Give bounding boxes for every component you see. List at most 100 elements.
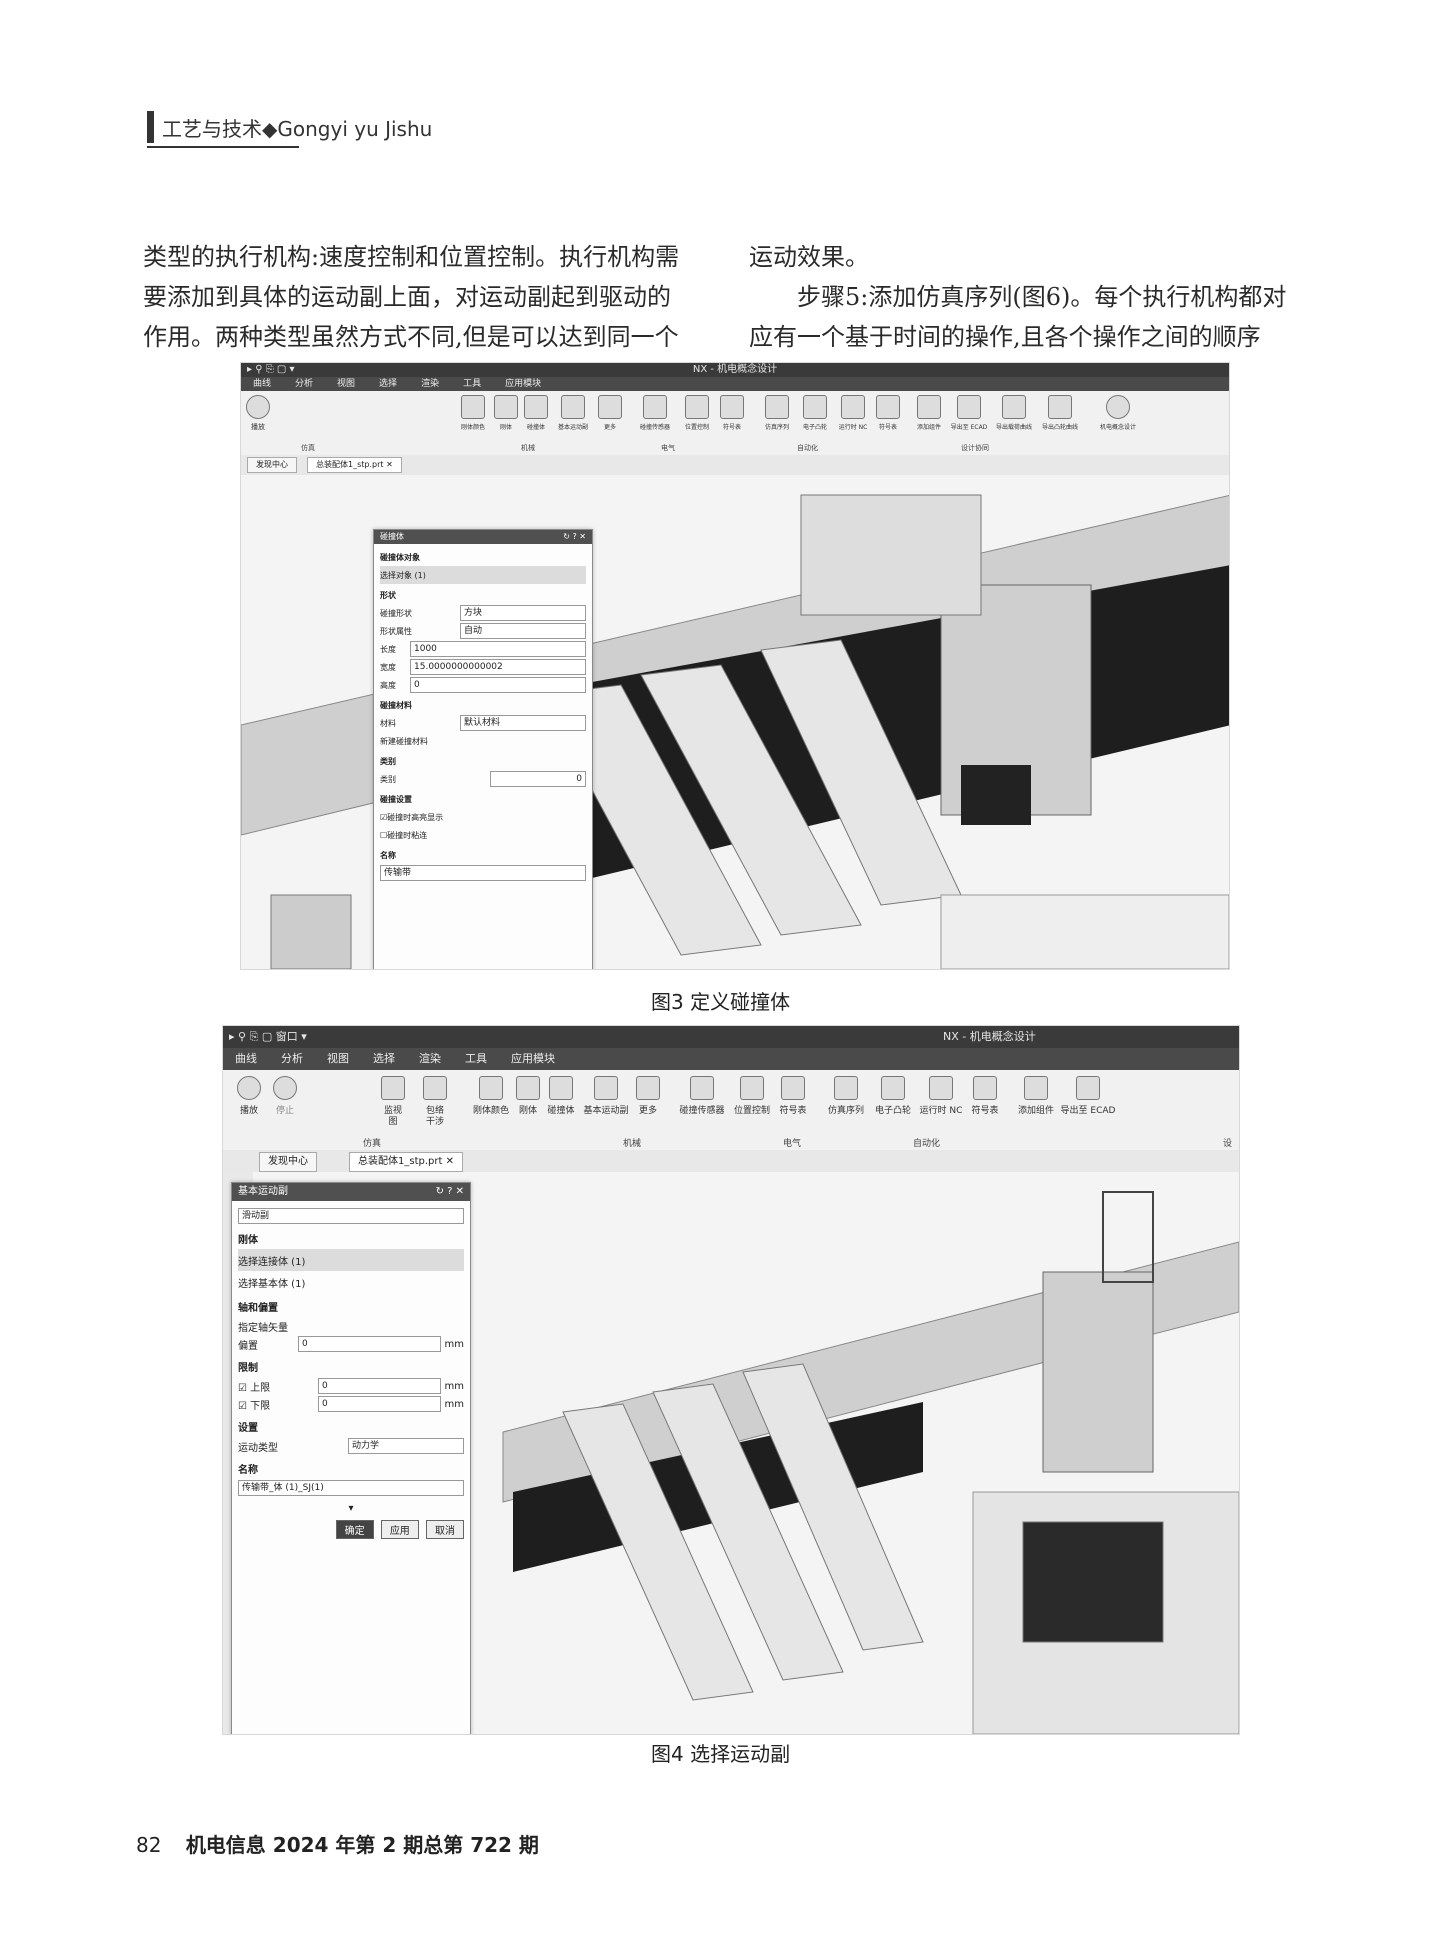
ribbon-mcd[interactable]: 机电概念设计 [1093, 395, 1143, 431]
quick-access-icon[interactable]: ▸ ⚲ ⎘ ▢ ▾ [247, 364, 295, 375]
menu-item[interactable]: 分析 [281, 1052, 303, 1065]
unit-select[interactable]: mm [444, 1398, 464, 1410]
ribbon-collision[interactable]: 碰撞体 [543, 1076, 579, 1116]
ribbon-envelope[interactable]: 包络 [415, 1076, 455, 1116]
menu-item[interactable]: 曲线 [235, 1052, 257, 1065]
ribbon-export-load[interactable]: 导出载荷曲线 [991, 395, 1037, 431]
offset-input[interactable]: 0 [298, 1336, 441, 1352]
ribbon-add-component[interactable]: 添加组件 [1013, 1076, 1059, 1116]
material-select[interactable]: 默认材料 [460, 715, 586, 731]
ribbon-ecam[interactable]: 电子凸轮 [797, 395, 833, 431]
section-header[interactable]: 碰撞体对象 [380, 553, 420, 562]
checkbox-stick[interactable]: ☐ 碰撞时粘连 [380, 830, 428, 840]
ribbon-symbol-table[interactable]: 符号表 [775, 1076, 811, 1116]
joint-type-select[interactable]: 滑动副 [238, 1208, 464, 1224]
ribbon-sim-sequence[interactable]: 仿真序列 [757, 395, 797, 431]
select-object-row[interactable]: 选择对象 (1) [380, 566, 586, 584]
ribbon-joint[interactable]: 基本运动副 [551, 395, 595, 431]
tab-assembly[interactable]: 总装配体1_stp.prt ✕ [307, 457, 402, 473]
ribbon-interference[interactable]: 干涉 [425, 1117, 444, 1127]
ribbon-collision-sensor[interactable]: 碰撞传感器 [675, 1076, 729, 1116]
ribbon-joint[interactable]: 基本运动副 [579, 1076, 633, 1116]
menu-item[interactable]: 视图 [337, 379, 356, 389]
section-header[interactable]: 名称 [238, 1465, 258, 1476]
tab-discovery[interactable]: 发现中心 [259, 1152, 317, 1172]
ribbon-export-ecad[interactable]: 导出至 ECAD [947, 395, 991, 431]
ribbon-monitor[interactable]: 监视 [373, 1076, 413, 1116]
dialog-controls[interactable]: ↻ ? ✕ [563, 532, 586, 541]
quick-access-icon[interactable]: ▸ ⚲ ⎘ ▢ 窗口 ▾ [229, 1030, 307, 1043]
ribbon-more[interactable]: 更多 [633, 1076, 663, 1116]
ribbon-export-cam[interactable]: 导出凸轮曲线 [1037, 395, 1083, 431]
cancel-button[interactable]: 取消 [426, 1520, 464, 1539]
dialog-controls[interactable]: ↻ ? ✕ [435, 1186, 464, 1197]
viewport-3d[interactable]: 基本运动副 ↻ ? ✕ 滑动副 刚体 选择连接体 (1) 选择基本体 (1) 轴… [223, 1172, 1239, 1734]
menu-item[interactable]: 分析 [295, 379, 314, 389]
motion-type-select[interactable]: 动力学 [348, 1438, 464, 1454]
ribbon-more[interactable]: 更多 [595, 395, 625, 431]
shape-attr-select[interactable]: 自动 [460, 623, 586, 639]
ribbon-position-control[interactable]: 位置控制 [729, 1076, 775, 1116]
menu-item[interactable]: 渲染 [421, 379, 440, 389]
upper-limit-checkbox[interactable]: ☑ 上限 [238, 1382, 271, 1394]
menu-item[interactable]: 工具 [465, 1052, 487, 1065]
ribbon-rigid-color[interactable]: 刚体颜色 [453, 395, 493, 431]
ribbon-play[interactable]: 播放 [243, 395, 273, 432]
section-header[interactable]: 碰撞材料 [380, 701, 412, 710]
ribbon-graph[interactable]: 图 [388, 1117, 398, 1127]
name-input[interactable]: 传输带_体 (1)_SJ(1) [238, 1480, 464, 1496]
shape-select[interactable]: 方块 [460, 605, 586, 621]
ribbon-stop[interactable]: 停止 [267, 1076, 303, 1116]
ribbon-rigid[interactable]: 刚体 [491, 395, 521, 431]
section-header[interactable]: 限制 [238, 1363, 258, 1374]
ribbon-symbol-table-2[interactable]: 符号表 [967, 1076, 1003, 1116]
expand-icon[interactable]: ▾ [348, 1503, 354, 1514]
ribbon-export-ecad[interactable]: 导出至 ECAD [1059, 1076, 1117, 1116]
unit-select[interactable]: mm [444, 1380, 464, 1392]
ok-button[interactable]: 确定 [335, 1520, 374, 1539]
section-header[interactable]: 刚体 [238, 1235, 258, 1246]
apply-button[interactable]: 应用 [380, 1520, 419, 1539]
ribbon-symbol-table-2[interactable]: 符号表 [873, 395, 903, 431]
menu-item[interactable]: 应用模块 [511, 1052, 555, 1065]
tab-assembly[interactable]: 总装配体1_stp.prt ✕ [349, 1152, 463, 1172]
length-input[interactable]: 1000 [410, 641, 586, 657]
viewport-3d[interactable]: 碰撞体 ↻ ? ✕ 碰撞体对象 选择对象 (1) 形状 碰撞形状方块 形状属性自… [241, 475, 1229, 969]
menu-item[interactable]: 应用模块 [505, 379, 542, 389]
menu-item[interactable]: 曲线 [253, 379, 272, 389]
ribbon-runtime-nc[interactable]: 运行时 NC [833, 395, 873, 431]
ribbon-rigid-color[interactable]: 刚体颜色 [469, 1076, 513, 1116]
section-header[interactable]: 类别 [380, 757, 396, 766]
width-input[interactable]: 15.0000000000002 [410, 659, 586, 675]
select-base-row[interactable]: 选择基本体 (1) [238, 1278, 306, 1290]
section-header[interactable]: 设置 [238, 1423, 258, 1434]
select-attachment-row[interactable]: 选择连接体 (1) [238, 1249, 464, 1271]
axis-vector-row[interactable]: 指定轴矢量 [238, 1322, 288, 1334]
lower-limit-checkbox[interactable]: ☑ 下限 [238, 1400, 271, 1412]
menu-item[interactable]: 选择 [373, 1052, 395, 1065]
menu-item[interactable]: 视图 [327, 1052, 349, 1065]
section-header[interactable]: 形状 [380, 591, 396, 600]
menu-item[interactable]: 选择 [379, 379, 398, 389]
section-header[interactable]: 碰撞设置 [380, 795, 412, 804]
ribbon-ecam[interactable]: 电子凸轮 [871, 1076, 915, 1116]
checkbox-highlight[interactable]: ☑ 碰撞时高亮显示 [380, 812, 444, 822]
ribbon-play[interactable]: 播放 [231, 1076, 267, 1116]
category-input[interactable]: 0 [490, 771, 586, 787]
menu-item[interactable]: 工具 [463, 379, 482, 389]
name-input[interactable]: 传输带 [380, 865, 586, 881]
lower-limit-input[interactable]: 0 [318, 1396, 441, 1412]
ribbon-position-control[interactable]: 位置控制 [677, 395, 717, 431]
new-material-row[interactable]: 新建碰撞材料 [380, 736, 428, 746]
menu-item[interactable]: 渲染 [419, 1052, 441, 1065]
ribbon-runtime-nc[interactable]: 运行时 NC [915, 1076, 967, 1116]
ribbon-collision-sensor[interactable]: 碰撞传感器 [633, 395, 677, 431]
section-header[interactable]: 名称 [380, 851, 396, 860]
height-input[interactable]: 0 [410, 677, 586, 693]
upper-limit-input[interactable]: 0 [318, 1378, 441, 1394]
ribbon-symbol-table[interactable]: 符号表 [717, 395, 747, 431]
unit-select[interactable]: mm [444, 1338, 464, 1350]
ribbon-add-component[interactable]: 添加组件 [911, 395, 947, 431]
tab-discovery[interactable]: 发现中心 [247, 457, 297, 473]
ribbon-collision[interactable]: 碰撞体 [521, 395, 551, 431]
